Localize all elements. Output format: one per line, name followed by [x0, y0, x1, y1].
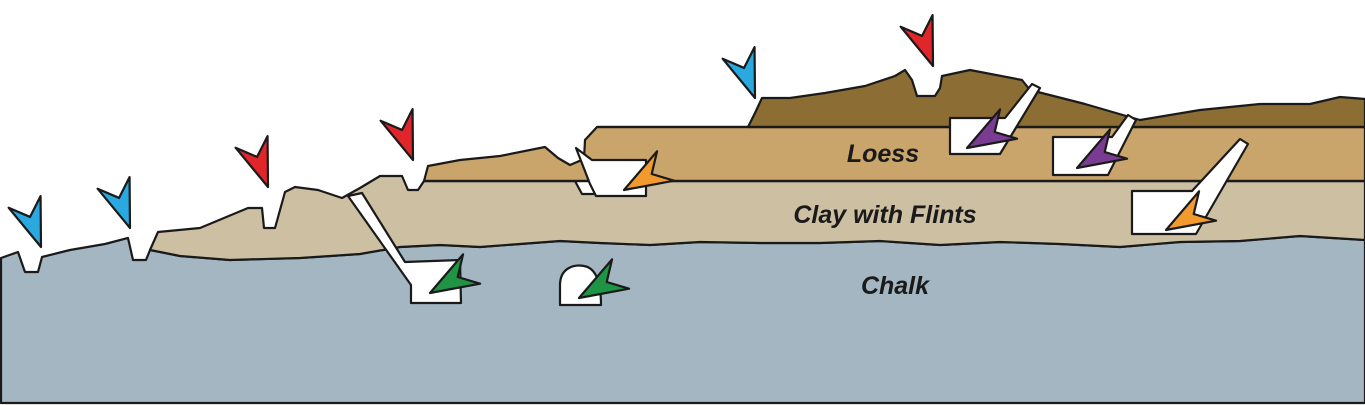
arrow-marker-surface-1 [9, 196, 57, 253]
loess-upper-layer [748, 70, 1365, 127]
chalk-label: Chalk [861, 272, 930, 300]
clay-with-flints-label: Clay with Flints [793, 201, 976, 229]
arrow-marker-surface-2 [98, 177, 146, 234]
arrow-marker-surface-4 [381, 109, 429, 166]
chalk-layer [1, 236, 1365, 403]
loess-label: Loess [847, 140, 919, 168]
arrow-marker-surface-5 [723, 47, 771, 104]
arrow-marker-surface-3 [236, 136, 284, 193]
arrow-marker-surface-6 [901, 15, 949, 72]
